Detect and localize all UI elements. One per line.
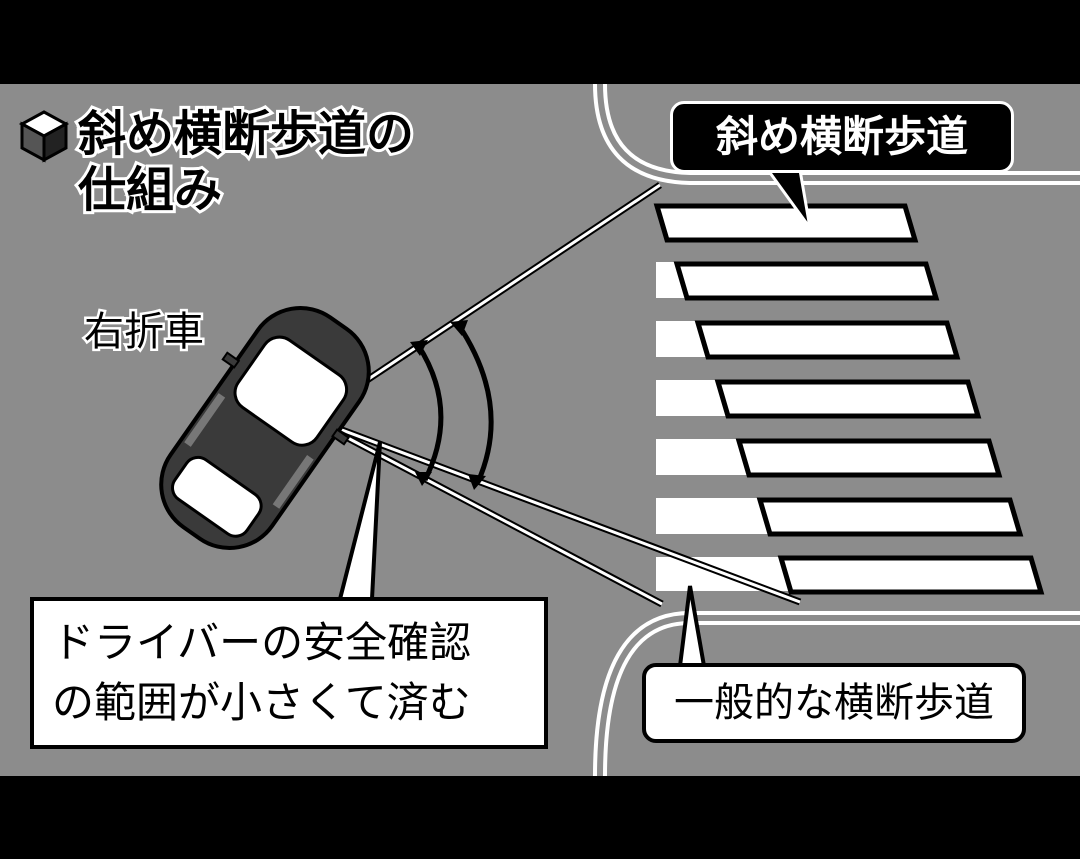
normal-stripe [656,498,776,534]
diagonal-stripe [694,320,961,360]
angle-arc-small [410,340,444,486]
diagonal-crosswalk-callout: 斜め横断歩道 [670,101,1014,173]
driver-check-callout: ドライバーの安全確認 の範囲が小さくて済む [30,597,548,749]
driver-check-line-1: ドライバーの安全確認 [52,618,472,667]
diagonal-stripe [653,203,919,243]
curb-bottom-right-inner [597,615,1080,777]
normal-crosswalk-callout: 一般的な横断歩道 [642,663,1026,743]
right-turn-car-label: 右折車 [82,307,207,358]
diagonal-stripe [756,497,1024,537]
diagonal-stripe [673,261,940,301]
driver-check-line-2: の範囲が小さくて済む [52,678,471,727]
diagonal-crosswalk [653,203,1045,595]
angle-arc-large [450,320,494,490]
diagonal-stripe [777,555,1045,595]
title-line-1: 斜め横断歩道の [75,103,417,165]
right-turn-car-illustration [159,306,371,550]
diagonal-stripe [714,379,982,419]
diagonal-stripe [735,438,1003,478]
diagram-title: 斜め横断歩道の 仕組み [75,103,417,221]
curb-top-right-inner [597,83,1080,181]
title-line-2: 仕組み [75,159,225,221]
cube-icon [18,110,70,163]
